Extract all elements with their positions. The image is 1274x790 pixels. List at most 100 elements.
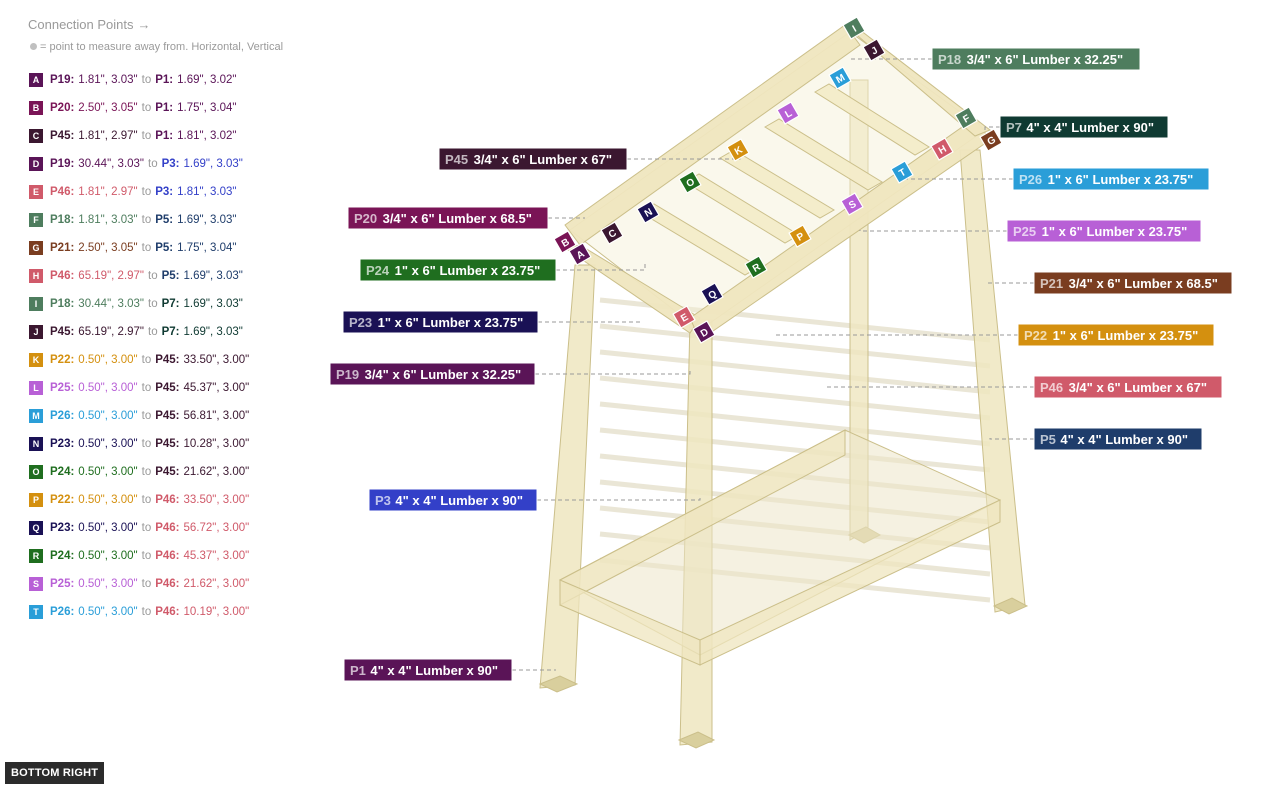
part-desc: 1" x 6" Lumber x 23.75": [395, 263, 541, 278]
part-label-box: [1012, 167, 1210, 191]
model-badge-g: G: [979, 128, 1003, 152]
part-label-p20: P20 3/4" x 6" Lumber x 68.5": [347, 206, 585, 230]
post-foot: [677, 731, 716, 749]
model-badge-letter: T: [897, 167, 908, 180]
part-desc: 4" x 4" Lumber x 90": [1026, 120, 1154, 135]
part-desc: 3/4" x 6" Lumber x 32.25": [967, 52, 1124, 67]
to-part: P7:: [161, 298, 180, 310]
ghost-slat: [599, 323, 991, 369]
model-badge-q: Q: [700, 282, 724, 306]
model-badge-letter: E: [679, 312, 691, 325]
model-badge-box: [979, 128, 1003, 152]
to-value: 45.37", 3.00": [183, 382, 250, 394]
model-badge-s: S: [840, 192, 864, 216]
model-badge-letter: C: [607, 228, 619, 241]
from-part: P23:: [50, 522, 75, 534]
to-value: 56.72", 3.00": [183, 522, 250, 534]
model-badge-box: [842, 16, 866, 40]
from-value: 0.50", 3.00": [78, 550, 138, 562]
model-badge-letter: H: [937, 144, 949, 157]
from-value: 30.44", 3.03": [78, 298, 145, 310]
to-value: 1.75", 3.04": [177, 102, 237, 114]
model-badge-c: C: [600, 221, 624, 245]
connection-badge: D: [29, 157, 43, 171]
from-value: 0.50", 3.00": [78, 522, 138, 534]
to-word: to: [141, 578, 152, 590]
leader-line: [556, 262, 646, 271]
to-value: 1.81", 3.02": [177, 130, 237, 142]
part-id: P7: [1006, 120, 1022, 135]
model-badge-letter: D: [699, 327, 711, 340]
part-id: P5: [1040, 432, 1056, 447]
to-word: to: [148, 158, 158, 170]
view-bottom-right-button[interactable]: BOTTOM RIGHT: [5, 762, 105, 784]
to-word: to: [141, 494, 152, 506]
connection-badge: S: [29, 577, 43, 591]
from-value: 0.50", 3.00": [78, 382, 138, 394]
to-value: 1.69", 3.02": [177, 74, 237, 86]
model-badge-letter: I: [851, 24, 859, 35]
part-label-box: [347, 206, 549, 230]
part-desc: 4" x 4" Lumber x 90": [395, 493, 523, 508]
from-part: P19:: [50, 74, 75, 86]
part-label-box: [1033, 375, 1223, 399]
to-word: to: [141, 214, 152, 226]
model-badge-n: N: [636, 200, 660, 224]
leader-line: [859, 230, 1007, 232]
part-desc: 3/4" x 6" Lumber x 68.5": [383, 211, 532, 226]
from-value: 65.19", 2.97": [78, 326, 145, 338]
leader-line: [989, 438, 1034, 440]
model-badge-letter: F: [961, 113, 972, 126]
part-desc: 3/4" x 6" Lumber x 67": [1069, 380, 1207, 395]
model-badge-box: [862, 38, 886, 62]
from-value: 2.50", 3.05": [78, 102, 138, 114]
to-part: P45:: [155, 438, 180, 450]
from-value: 1.81", 2.97": [78, 130, 138, 142]
to-word: to: [141, 186, 152, 198]
from-value: 0.50", 3.00": [78, 606, 138, 618]
part-desc: 3/4" x 6" Lumber x 68.5": [1069, 276, 1218, 291]
part-id: P20: [354, 211, 377, 226]
from-part: P45:: [50, 130, 75, 142]
top-slat: [764, 118, 883, 191]
to-part: P5:: [155, 242, 174, 254]
to-value: 1.69", 3.03": [183, 270, 243, 282]
leader-line: [774, 334, 1018, 336]
model-badge-box: [553, 230, 577, 254]
part-label-box: [1017, 323, 1215, 347]
leader-line: [537, 498, 701, 501]
part-label-box: [931, 47, 1141, 71]
part-id: P3: [375, 493, 391, 508]
to-value: 1.75", 3.04": [177, 242, 237, 254]
from-part: P18:: [50, 298, 75, 310]
to-value: 1.81", 3.03": [177, 186, 237, 198]
part-desc: 3/4" x 6" Lumber x 32.25": [365, 367, 522, 382]
model-badge-box: [568, 242, 592, 266]
connection-badge: M: [29, 409, 43, 423]
post-foot: [538, 675, 579, 693]
model-badge-i: I: [842, 16, 866, 40]
model-badge-box: [672, 305, 696, 329]
model-badge-b: B: [553, 230, 577, 254]
model-badge-box: [744, 255, 768, 279]
model-badge-box: [726, 138, 750, 162]
to-part: P3:: [161, 158, 180, 170]
connection-badge: K: [29, 353, 43, 367]
to-value: 33.50", 3.00": [183, 354, 250, 366]
to-word: to: [148, 298, 158, 310]
from-value: 1.81", 3.03": [78, 74, 138, 86]
model-badge-k: K: [726, 138, 750, 162]
part-label-p7: P7 4" x 4" Lumber x 90": [984, 115, 1169, 139]
top-rail-p45-back: [564, 24, 861, 246]
to-part: P46:: [155, 494, 180, 506]
model-badge-box: [954, 106, 978, 130]
